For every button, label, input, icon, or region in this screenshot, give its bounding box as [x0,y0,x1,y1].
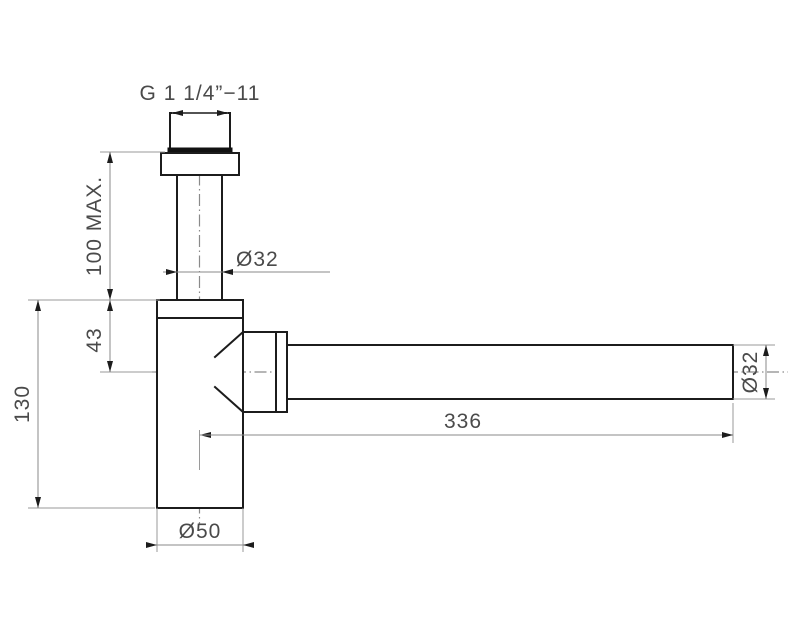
outlet-pipe-body [286,344,734,400]
outlet-chamfer-lower [213,385,245,414]
inlet-height-label: 100 MAX. [83,176,106,276]
body-diameter-label: Ø50 [179,520,222,543]
outlet-dia-arrow-top [763,345,769,356]
dimension-inlet-height: 100 MAX. [83,151,165,301]
inlet-dia-arrow-right [222,269,233,275]
coupling-nut-body [275,331,288,413]
trap-body-outline [156,299,244,509]
threaded-inlet [167,112,233,155]
inlet-dia-arrow-left [166,269,177,275]
dimension-body-diameter: Ø50 [146,508,254,552]
outlet-length-label: 336 [444,410,482,433]
coupling-nut [275,331,288,413]
trap-body [156,299,244,509]
dimension-inlet-diameter: Ø32 [163,248,330,275]
dimension-outlet-diameter: Ø32 [733,344,775,400]
horizontal-outlet-pipe [286,344,734,400]
vertical-inlet-pipe [176,174,223,302]
dimension-thread-spec: G 1 1/4”−11 [140,82,261,116]
outlet-chamfer-upper [213,330,245,359]
outlet-diameter-label: Ø32 [739,351,762,394]
total-height-label: 130 [11,385,34,423]
body-dia-arrow-left [146,542,157,548]
inlet-diameter-label: Ø32 [236,248,279,271]
flange-body [160,152,240,176]
height-dim-arrow-top [107,152,113,163]
thread-dim-arrow-right [217,110,228,116]
outlet-offset-label: 43 [83,327,106,352]
outlet-dia-arrow-bottom [763,388,769,399]
offset-dim-arrow-top [107,300,113,311]
thread-dim-arrow-left [172,110,183,116]
inlet-flange [160,152,240,176]
dimension-total-height: 130 [11,299,155,509]
body-dia-arrow-right [243,542,254,548]
height-dim-arrow-bottom [107,289,113,300]
thread-spec-label: G 1 1/4”−11 [140,82,261,105]
length-dim-arrow-right [722,432,733,438]
inlet-thread-body [169,112,231,150]
offset-dim-arrow-bottom [107,361,113,372]
total-height-arrow-bottom [35,497,41,508]
total-height-arrow-top [35,300,41,311]
